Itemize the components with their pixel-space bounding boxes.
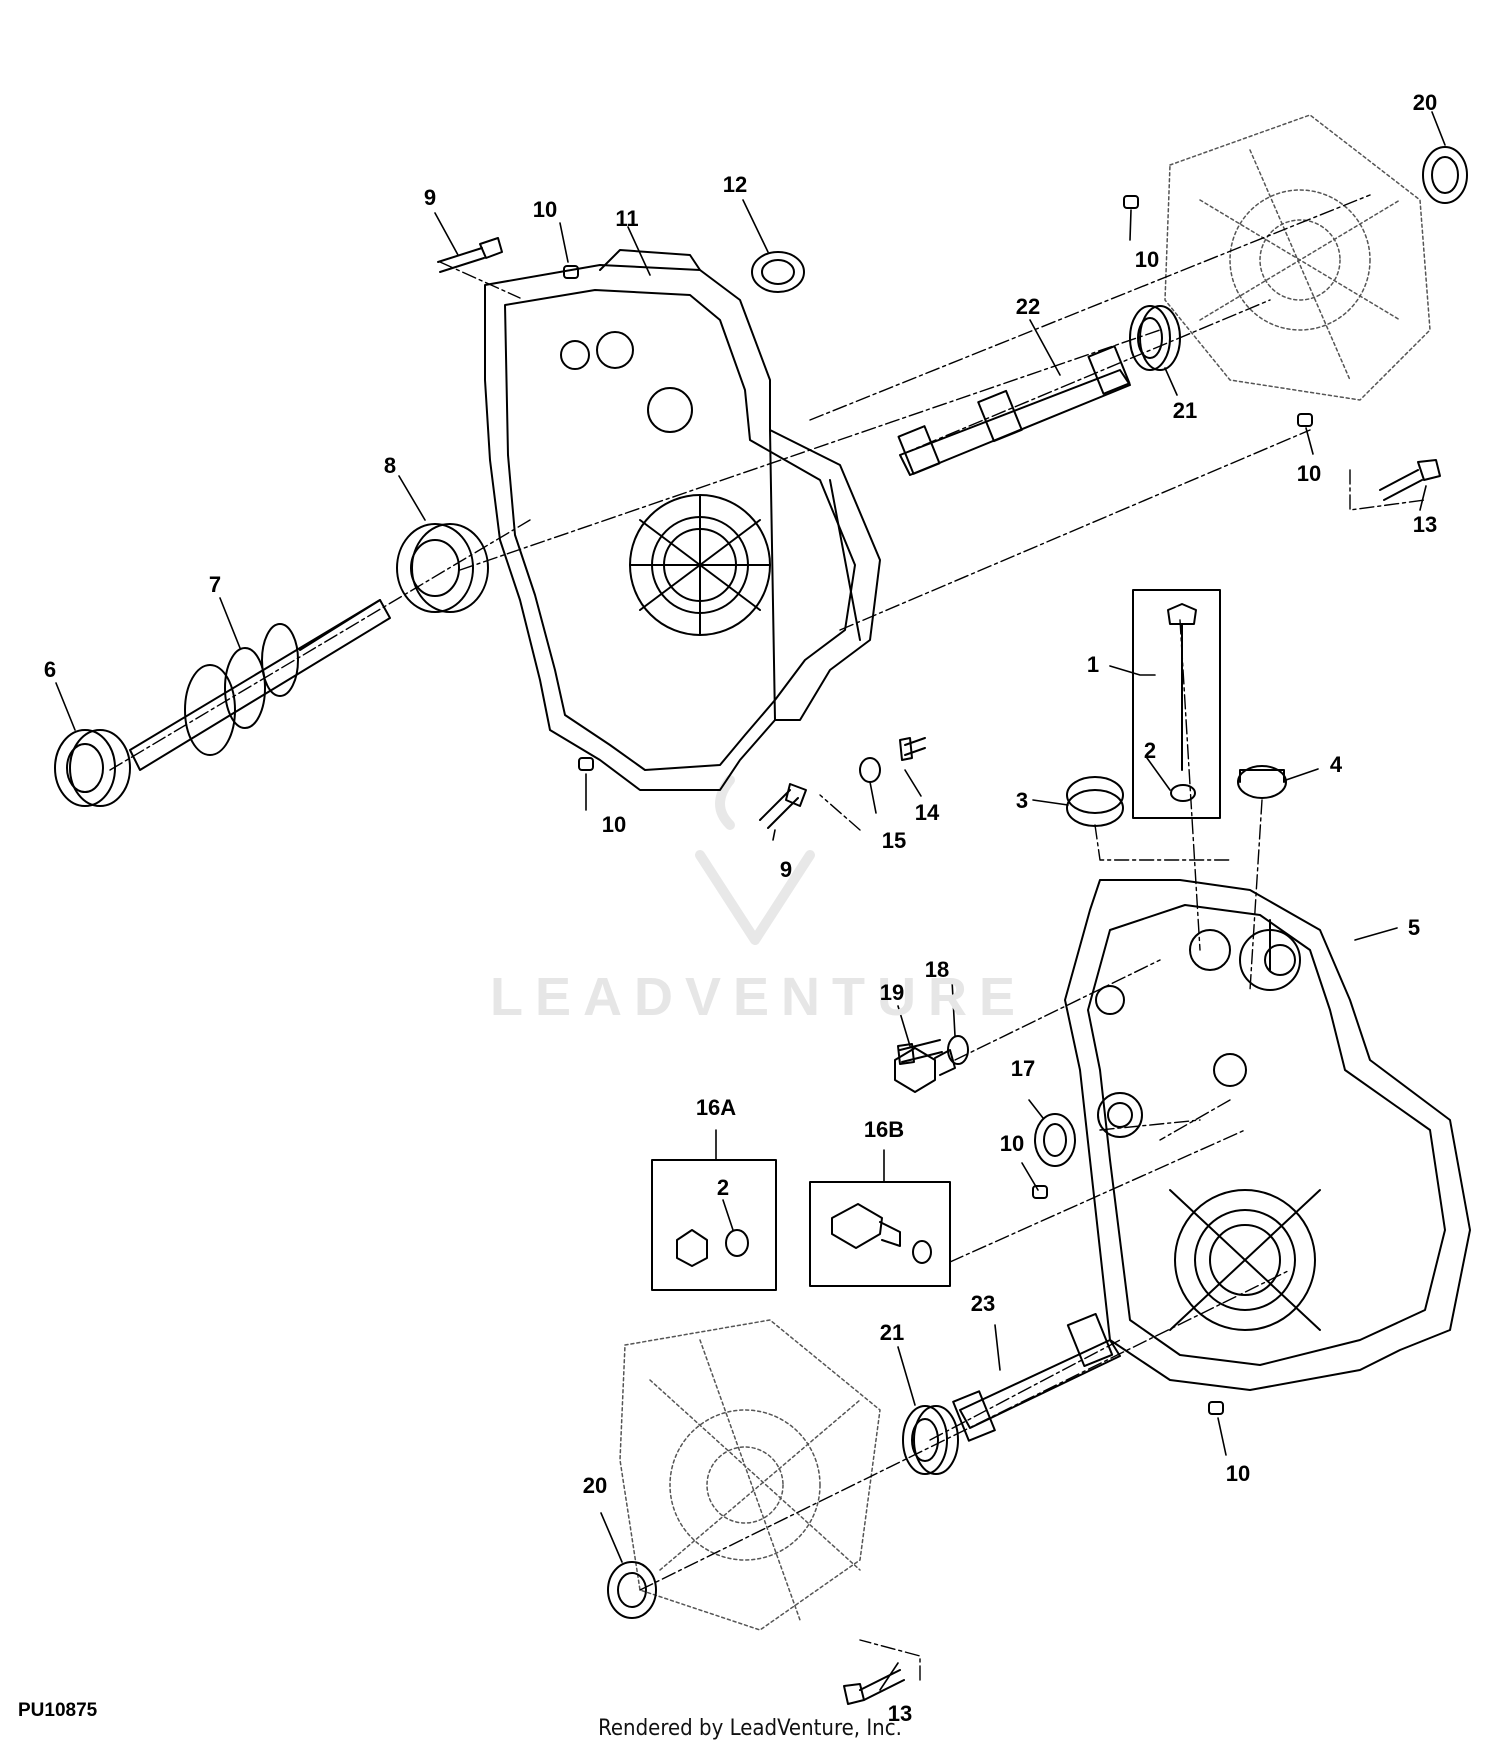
callout-5: 5 xyxy=(1407,915,1421,940)
callout-9-top: 9 xyxy=(423,185,437,210)
callout-9-mid: 9 xyxy=(779,857,793,882)
callout-16a: 16A xyxy=(695,1095,737,1120)
callout-21-upper: 21 xyxy=(1172,398,1198,423)
watermark-logo xyxy=(695,775,815,945)
ghost-housing-upper xyxy=(1164,114,1431,401)
lower-case-half xyxy=(1064,879,1471,1391)
sensor-16b-box xyxy=(809,1181,951,1287)
callout-10-top-b: 10 xyxy=(1134,247,1160,272)
cap-4 xyxy=(1237,765,1287,799)
callout-11: 11 xyxy=(615,206,639,231)
shaft-23 xyxy=(952,1312,1121,1442)
pins-10 xyxy=(563,195,1313,1415)
watermark-text: LEADVENTURE xyxy=(490,967,1028,1027)
callout-10-bottom: 10 xyxy=(1225,1461,1251,1486)
dipstick-kit xyxy=(1132,589,1221,819)
leader-lines xyxy=(55,111,1446,1691)
shaft-22 xyxy=(897,345,1131,476)
callout-7: 7 xyxy=(208,572,222,597)
bolts xyxy=(437,237,1441,1705)
callout-10-mid-left: 10 xyxy=(601,812,627,837)
callout-10-mid-right: 10 xyxy=(999,1131,1025,1156)
plug-19 xyxy=(894,1047,956,1093)
bearing-21-upper xyxy=(1129,305,1181,371)
callout-4: 4 xyxy=(1329,752,1343,777)
callout-10-top-a: 10 xyxy=(532,197,558,222)
callout-13-top: 13 xyxy=(1412,512,1438,537)
figure-id: PU10875 xyxy=(18,1700,98,1721)
callout-20-top: 20 xyxy=(1412,90,1438,115)
callout-8: 8 xyxy=(383,453,397,478)
gear-shaft-7 xyxy=(129,599,391,771)
callout-10-top-c: 10 xyxy=(1296,461,1322,486)
callout-19: 19 xyxy=(879,980,905,1005)
plug-16a-box xyxy=(651,1159,777,1291)
callout-12: 12 xyxy=(722,172,748,197)
bearing-21-lower xyxy=(902,1405,959,1475)
seal-3 xyxy=(1066,776,1124,827)
seal-17 xyxy=(1034,1113,1076,1167)
callout-13-bottom: 13 xyxy=(887,1701,913,1726)
callout-2-16a: 2 xyxy=(716,1175,730,1200)
callout-18: 18 xyxy=(924,957,950,982)
callout-1: 1 xyxy=(1086,652,1100,677)
callout-14: 14 xyxy=(914,800,940,825)
seal-20-top xyxy=(1422,146,1468,204)
callout-3: 3 xyxy=(1015,788,1029,813)
callout-23: 23 xyxy=(970,1291,996,1316)
seal-12 xyxy=(751,251,805,293)
callout-2-kit: 2 xyxy=(1143,738,1157,763)
bearing-6 xyxy=(54,729,131,807)
render-credit: Rendered by LeadVenture, Inc. xyxy=(598,1716,902,1741)
callout-17: 17 xyxy=(1010,1056,1036,1081)
seal-20-lower xyxy=(607,1561,657,1619)
centerlines xyxy=(109,194,1426,1681)
bearing-8 xyxy=(396,523,489,613)
upper-case-half xyxy=(484,249,881,791)
callout-22: 22 xyxy=(1015,294,1041,319)
callout-15: 15 xyxy=(881,828,907,853)
callout-20-bottom: 20 xyxy=(582,1473,608,1498)
callout-16b: 16B xyxy=(863,1117,905,1142)
callout-21-lower: 21 xyxy=(879,1320,905,1345)
ghost-housing-lower xyxy=(619,1319,881,1631)
callout-6: 6 xyxy=(43,657,57,682)
